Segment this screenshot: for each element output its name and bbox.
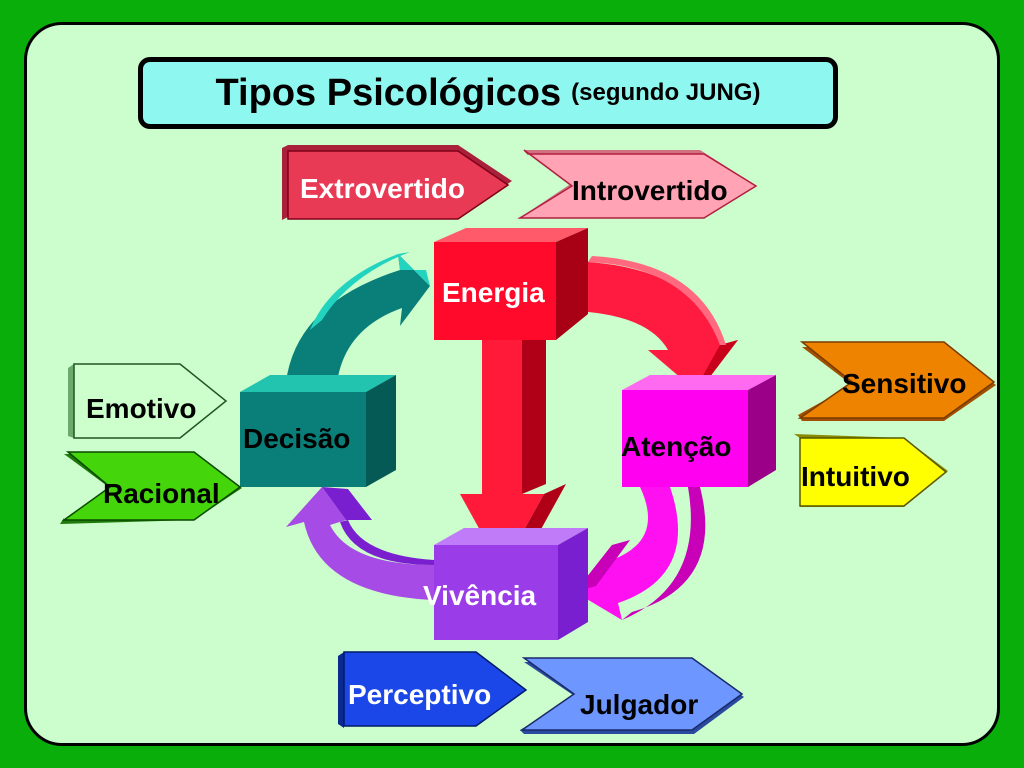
extrovertido-label: Extrovertido bbox=[300, 173, 465, 204]
arrow-atencao-to-vivencia bbox=[575, 487, 706, 620]
emotivo-label: Emotivo bbox=[86, 393, 197, 424]
sensitivo-label: Sensitivo bbox=[842, 368, 967, 399]
racional-label: Racional bbox=[103, 478, 220, 509]
introvertido-label: Introvertido bbox=[572, 175, 728, 206]
intuitivo-label: Intuitivo bbox=[801, 461, 910, 492]
decisao-box bbox=[240, 375, 396, 487]
atencao-label: Atenção bbox=[621, 431, 732, 462]
emotivo-tag bbox=[68, 363, 228, 439]
vivencia-label: Vivência bbox=[423, 580, 537, 611]
title-subtitle: (segundo JUNG) bbox=[571, 79, 761, 106]
perceptivo-label: Perceptivo bbox=[348, 679, 492, 710]
energia-label: Energia bbox=[442, 277, 545, 308]
extrovertido-tag bbox=[282, 145, 512, 220]
title-box: Tipos Psicológicos (segundo JUNG) bbox=[138, 57, 838, 129]
racional-tag bbox=[60, 451, 242, 524]
julgador-label: Julgador bbox=[580, 689, 699, 720]
energia-box bbox=[434, 228, 588, 340]
vivencia-box bbox=[434, 528, 588, 640]
julgador-tag bbox=[519, 657, 744, 734]
intuitivo-tag bbox=[794, 434, 948, 507]
arrow-energia-to-atencao bbox=[588, 256, 738, 390]
introvertido-tag bbox=[517, 149, 758, 219]
decisao-label: Decisão bbox=[243, 423, 351, 454]
atencao-box bbox=[622, 375, 776, 487]
arrow-vivencia-to-decisao bbox=[286, 487, 434, 600]
sensitivo-tag bbox=[797, 341, 996, 421]
perceptivo-tag bbox=[338, 651, 528, 728]
arrow-decisao-to-energia bbox=[285, 252, 430, 392]
title-main: Tipos Psicológicos bbox=[215, 71, 562, 114]
